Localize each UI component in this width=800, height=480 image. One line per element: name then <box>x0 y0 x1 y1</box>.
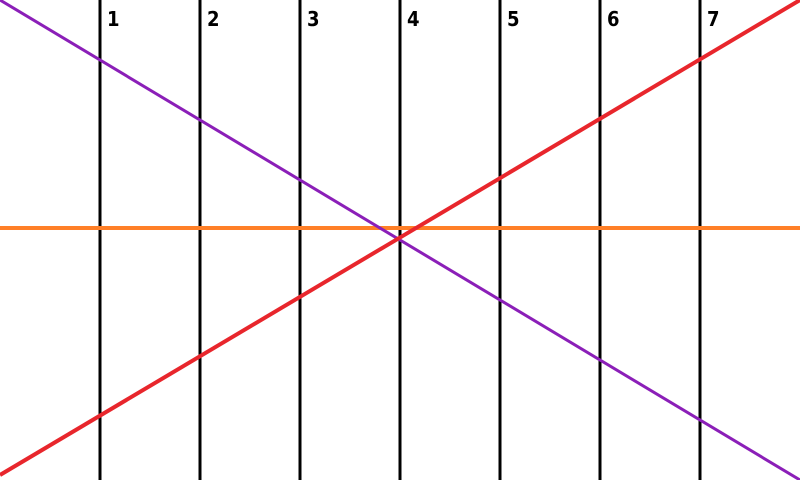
column-label-4: 4 <box>407 7 420 31</box>
column-label-6: 6 <box>607 7 620 31</box>
vertical-lines-group <box>98 0 702 480</box>
column-label-1: 1 <box>107 7 120 31</box>
column-label-2: 2 <box>207 7 220 31</box>
column-label-3: 3 <box>307 7 320 31</box>
column-label-5: 5 <box>507 7 520 31</box>
column-label-7: 7 <box>707 7 720 31</box>
column-labels-group: 1 2 3 4 5 6 7 <box>107 7 720 31</box>
